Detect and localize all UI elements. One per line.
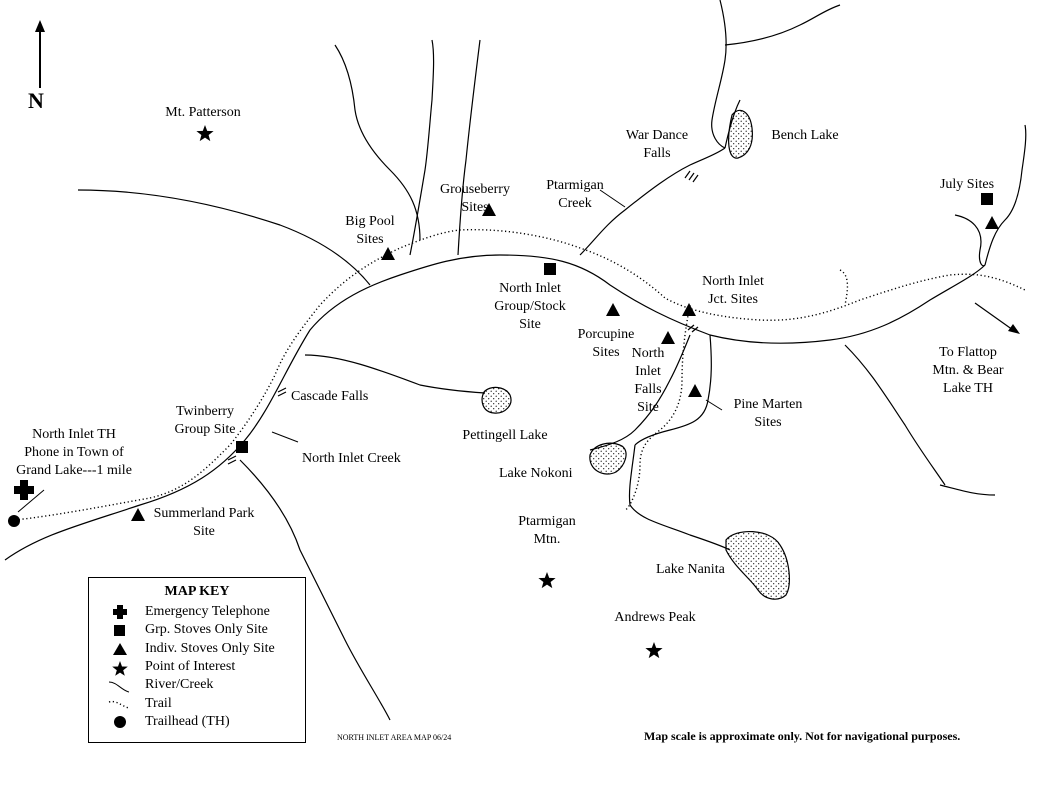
site-markers [8,193,999,527]
points-of-interest [196,125,663,659]
ptarmigan-creek-river [579,147,726,256]
right-branch-river [844,344,946,486]
andrews-peak-star-icon [645,642,663,659]
porcupine-sites-marker [606,303,620,316]
legend-circle-icon [114,716,126,728]
to-flattop-arrow-icon [974,302,1020,334]
top-creek-river [724,4,841,46]
mt-patterson-star-icon [196,125,214,142]
july-sites-label: July Sites [939,177,995,192]
lake-nokoni-shape [589,442,627,475]
leader-lines [17,189,723,513]
cascade-falls-label: Cascade Falls [291,389,369,404]
bench-lake-label: Bench Lake [771,128,839,143]
pine-marten-sites-marker [688,384,702,397]
north-inlet-th-label: North Inlet TH Phone in Town of Grand La… [16,427,132,478]
legend-label-emergency-telephone: Emergency Telephone [145,604,270,619]
lake-nokoni-label: Lake Nokoni [499,466,573,481]
summerland-park-marker [131,508,145,521]
nokoni-outlet-river [589,334,691,451]
bench-lake-shape [728,109,753,159]
top-creek-2-river [711,0,727,149]
legend-river-line-icon [108,681,130,693]
north-inlet-jct-sites-marker [682,303,696,316]
legend-label-river-creek: River/Creek [145,677,214,692]
north-inlet-creek-label: North Inlet Creek [302,451,401,466]
ptarmigan-mtn-label: Ptarmigan Mtn. [518,514,576,547]
legend-cross-icon [113,605,127,619]
legend-label-trailhead: Trailhead (TH) [145,714,230,729]
mt-patterson-creek-river [77,189,371,286]
legend-label-trail: Trail [145,696,172,711]
trails [14,228,1026,521]
july-sites-marker [985,216,999,229]
branch-to-right-edge-river [939,484,996,496]
emergency-telephone-marker [14,480,34,500]
tributary-upper-right-river [984,124,1027,266]
falls-creek-river [634,334,712,446]
lake-nanita-label: Lake Nanita [656,562,725,577]
trailhead-marker [8,515,20,527]
north-inlet-falls-marker [661,331,675,344]
north-inlet-falls-site-label: North Inlet Falls Site [631,346,665,415]
lake-nanita-shape [725,530,790,600]
switchback-trail [839,269,849,306]
war-dance-falls-label: War Dance Falls [625,128,689,161]
legend-star-icon [112,661,128,676]
porcupine-sites-label: Porcupine Sites [577,327,635,360]
north-label: N [28,88,44,113]
legend-triangle-icon [113,643,127,655]
pettingell-lake-label: Pettingell Lake [462,428,548,443]
big-pool-sites-label: Big Pool Sites [345,214,395,247]
legend-label-group-stoves: Grp. Stoves Only Site [145,622,268,637]
north-inlet-creek-river [4,254,986,561]
legend-square-icon [114,625,125,636]
map-key: MAP KEY Emergency Telephone Grp. Stoves … [88,577,306,743]
north-inlet-jct-sites-label: North Inlet Jct. Sites [702,274,764,307]
map-key-title: MAP KEY [164,584,230,599]
ptarmigan-creek-label: Ptarmigan Creek [546,178,604,211]
lakes [481,109,790,600]
grouseberry-sites-marker [482,203,496,216]
legend-label-indiv-stoves: Indiv. Stoves Only Site [145,641,275,656]
north-inlet-trail [14,228,1026,521]
andrews-peak-label: Andrews Peak [614,610,696,625]
map-key-icons [108,605,130,728]
legend-trail-dotted-icon [108,700,130,709]
pine-marten-sites-label: Pine Marten Sites [733,397,803,430]
grouseberry-creek-river [457,39,481,256]
map-disclaimer: Map scale is approximate only. Not for n… [644,729,961,743]
legend-label-point-of-interest: Point of Interest [145,659,236,674]
twinberry-group-site-label: Twinberry Group Site [174,404,236,437]
branch-upper-creek-river [409,39,435,256]
big-pool-sites-marker [381,247,395,260]
north-inlet-group-stock-site-label: North Inlet Group/Stock Site [494,281,566,332]
ptarmigan-mtn-star-icon [538,572,556,589]
nanita-creek-river [628,444,731,551]
map-credit: NORTH INLET AREA MAP 06/24 [337,733,452,742]
falls-marks [227,170,699,465]
mt-patterson-label: Mt. Patterson [165,105,241,120]
july-creek-river [954,214,986,267]
grouseberry-sites-label: Grouseberry Sites [440,182,510,215]
twinberry-creek-river [239,459,391,721]
july-sites-group-marker [981,193,993,205]
pettingell-lake-shape [481,386,512,414]
pettingell-creek-river [304,354,486,394]
to-flattop-label: To Flattop Mtn. & Bear Lake TH [932,345,1004,396]
summerland-park-site-label: Summerland Park Site [153,506,255,539]
big-pool-creek-river [334,44,421,241]
north-inlet-group-site-marker [544,263,556,275]
north-arrow-icon [35,20,45,88]
twinberry-group-marker [236,441,248,453]
